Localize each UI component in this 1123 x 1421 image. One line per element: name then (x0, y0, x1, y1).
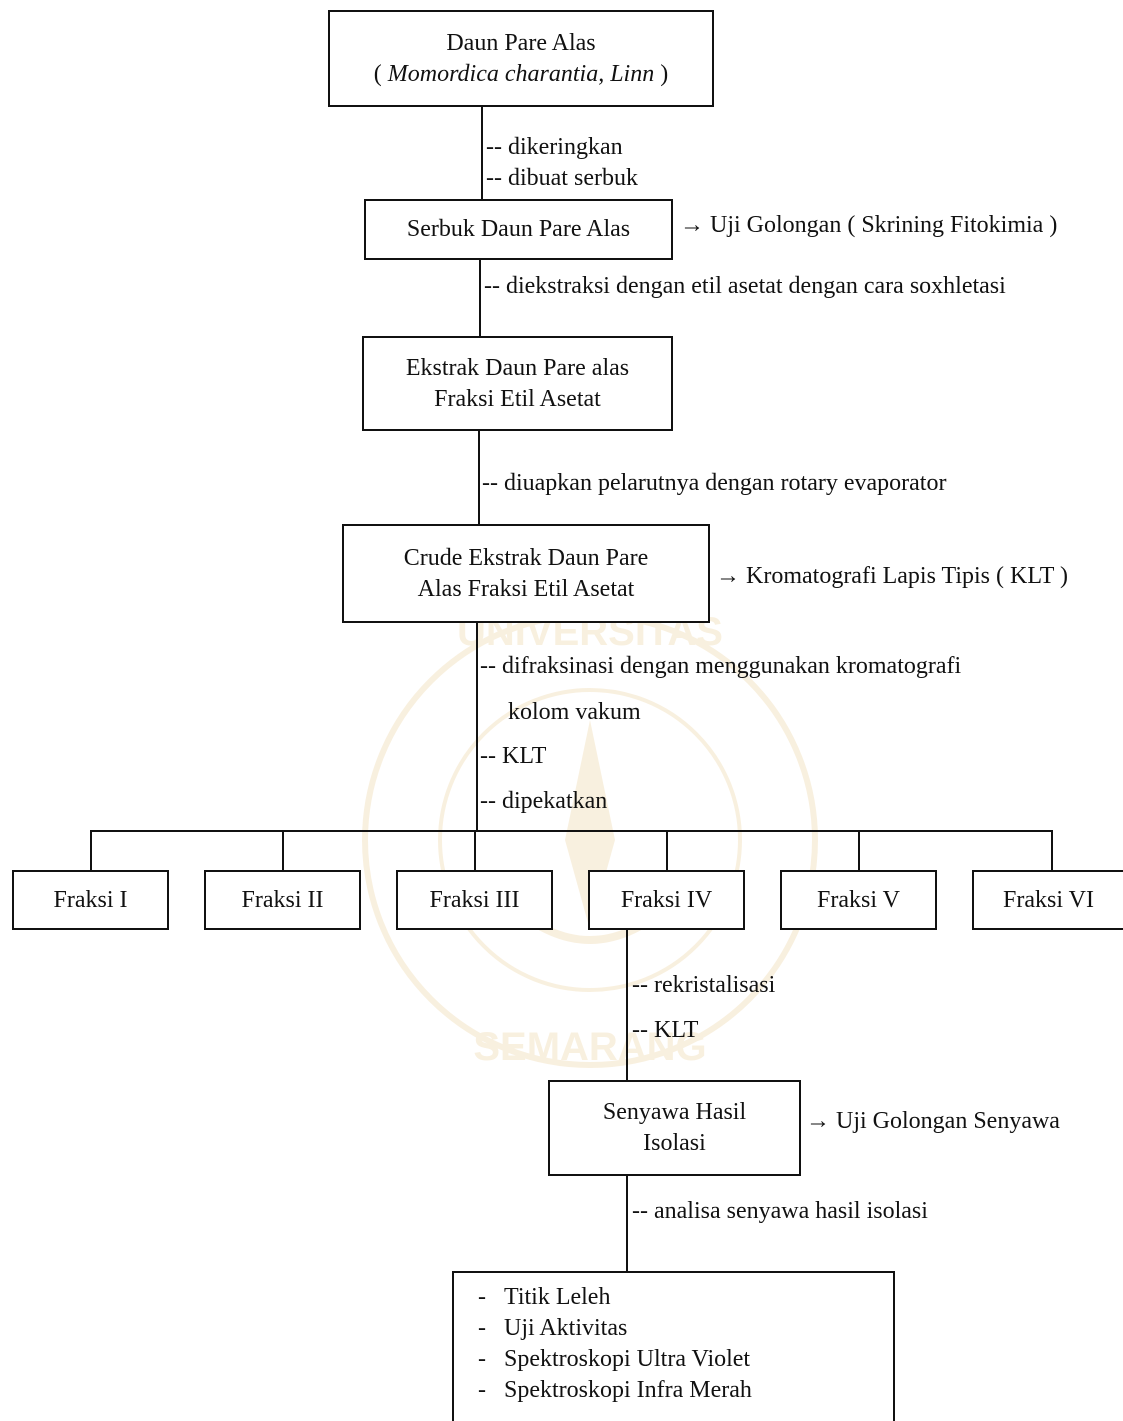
node-analysis-list (452, 1271, 895, 1421)
side-klt: → Kromatografi Lapis Tipis ( KLT ) (716, 563, 1068, 589)
connector-ekstrak-crude (478, 430, 480, 525)
step-dipekatkan: -- dipekatkan (480, 788, 608, 814)
analysis-item: -Titik Leleh (456, 1282, 752, 1313)
analysis-item-label: Titik Leleh (504, 1284, 611, 1310)
node-daun-latin-row: ( Momordica charantia, Linn ) (374, 59, 668, 90)
side-uji-golongan-senyawa: → Uji Golongan Senyawa (806, 1108, 1060, 1134)
branch-fraksi-1 (90, 830, 92, 872)
fraksi-1-label: Fraksi I (53, 886, 128, 913)
analysis-item-label: Spektroskopi Infra Merah (504, 1377, 752, 1403)
analysis-item: -Uji Aktivitas (456, 1313, 752, 1344)
svg-text:SEMARANG: SEMARANG (473, 1025, 706, 1069)
node-ekstrak-line2: Fraksi Etil Asetat (434, 385, 601, 412)
fraksi-6-label: Fraksi VI (1003, 886, 1094, 913)
node-ekstrak-line1: Ekstrak Daun Pare alas (405, 354, 630, 381)
fraksi-2-label: Fraksi II (241, 886, 324, 913)
node-daun-title: Daun Pare Alas (446, 29, 596, 56)
fraction-branch-bar (90, 830, 1053, 832)
fraksi-5-label: Fraksi V (817, 886, 900, 913)
node-serbuk: Serbuk Daun Pare Alas (364, 199, 673, 260)
step-dibuat-serbuk: -- dibuat serbuk (486, 165, 638, 191)
branch-fraksi-6 (1051, 830, 1053, 872)
branch-fraksi-5 (858, 830, 860, 872)
analysis-items: -Titik Leleh -Uji Aktivitas -Spektroskop… (456, 1282, 752, 1406)
node-daun-close: ) (654, 60, 669, 87)
step-dikeringkan: -- dikeringkan (486, 134, 623, 160)
node-crude-line2: Alas Fraksi Etil Asetat (417, 575, 635, 602)
node-serbuk-label: Serbuk Daun Pare Alas (406, 216, 631, 242)
node-fraksi-3: Fraksi III (396, 870, 553, 930)
step-rekristalisasi: -- rekristalisasi (632, 972, 776, 998)
branch-fraksi-4 (666, 830, 668, 872)
node-fraksi-2: Fraksi II (204, 870, 361, 930)
analysis-item: -Spektroskopi Ultra Violet (456, 1344, 752, 1375)
node-fraksi-6: Fraksi VI (972, 870, 1123, 930)
connector-fraksi4-senyawa (626, 929, 628, 1081)
connector-senyawa-analysis (626, 1175, 628, 1272)
step-klt-1: -- KLT (480, 743, 547, 769)
step-difraksinasi: -- difraksinasi dengan menggunakan kroma… (480, 653, 962, 679)
step-diuapkan: -- diuapkan pelarutnya dengan rotary eva… (482, 470, 947, 496)
node-daun-pare-alas: Daun Pare Alas ( Momordica charantia, Li… (328, 10, 714, 107)
connector-crude-branch (476, 622, 478, 832)
node-senyawa-line1: Senyawa Hasil (602, 1099, 747, 1125)
node-ekstrak: Ekstrak Daun Pare alas Fraksi Etil Aseta… (362, 336, 673, 431)
side-uji-golongan: → Uji Golongan ( Skrining Fitokimia ) (680, 212, 1058, 238)
branch-fraksi-2 (282, 830, 284, 872)
node-senyawa-hasil-isolasi: Senyawa Hasil Isolasi (548, 1080, 801, 1176)
node-crude-ekstrak: Crude Ekstrak Daun Pare Alas Fraksi Etil… (342, 524, 710, 623)
branch-fraksi-3 (474, 830, 476, 872)
analysis-item-label: Spektroskopi Ultra Violet (504, 1346, 751, 1372)
fraksi-3-label: Fraksi III (429, 886, 520, 913)
analysis-item-label: Uji Aktivitas (504, 1315, 628, 1341)
fraksi-4-label: Fraksi IV (620, 886, 713, 913)
step-kolom-vakum: kolom vakum (508, 699, 641, 725)
step-klt-2: -- KLT (632, 1017, 699, 1043)
node-crude-line1: Crude Ekstrak Daun Pare (403, 544, 649, 571)
step-diekstraksi: -- diekstraksi dengan etil asetat dengan… (484, 273, 1006, 299)
analysis-item: -Spektroskopi Infra Merah (456, 1375, 752, 1406)
node-daun-open: ( (373, 60, 388, 87)
connector-daun-serbuk (481, 106, 483, 200)
node-daun-latin: Momordica charantia, Linn (387, 60, 655, 87)
connector-serbuk-ekstrak (479, 259, 481, 337)
step-analisa: -- analisa senyawa hasil isolasi (632, 1198, 928, 1224)
node-fraksi-5: Fraksi V (780, 870, 937, 930)
node-fraksi-1: Fraksi I (12, 870, 169, 930)
node-fraksi-4: Fraksi IV (588, 870, 745, 930)
node-senyawa-line2: Isolasi (643, 1130, 706, 1156)
